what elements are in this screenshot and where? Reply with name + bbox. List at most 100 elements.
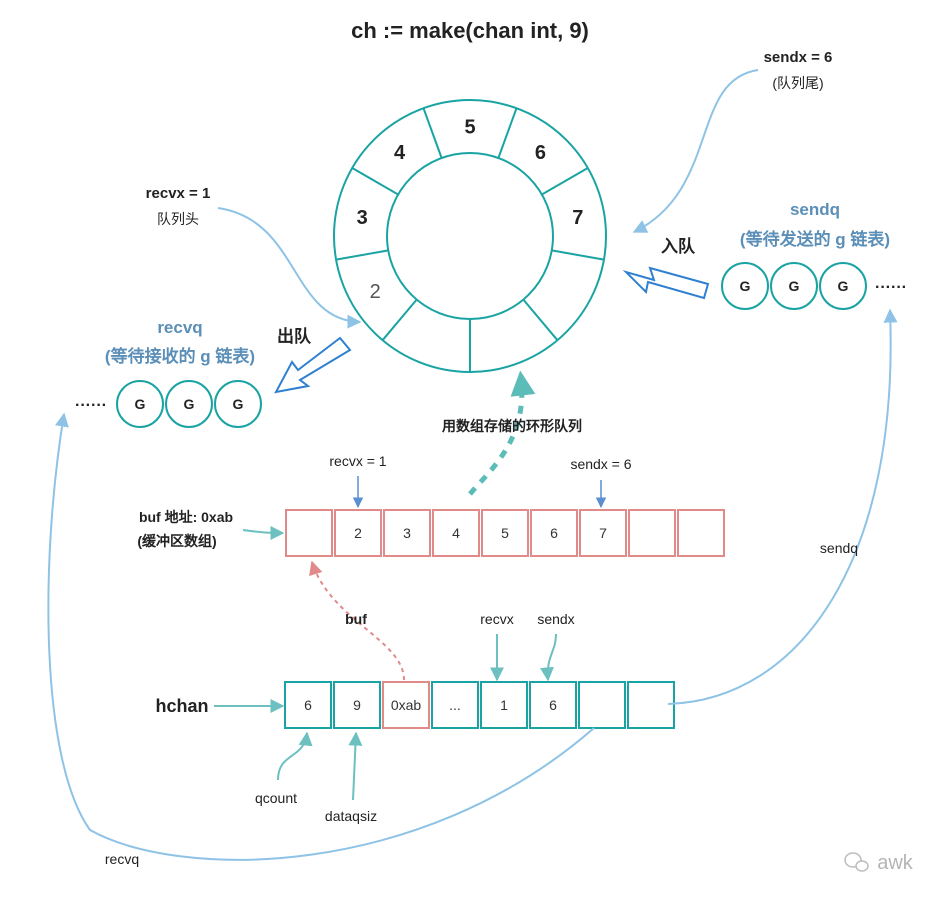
sendq-g-label: G (740, 278, 751, 294)
buf-array: 2 3 4 5 6 7 (285, 509, 725, 557)
buf-pointer-arrow (309, 560, 405, 681)
dequeue-label: 出队 (277, 326, 312, 346)
ring-divider (541, 167, 589, 196)
recvq-goroutines: ······ G G G (75, 380, 262, 428)
recvq-g-label: G (233, 396, 244, 412)
hchan-cell (627, 681, 675, 729)
buf-cell (334, 509, 382, 557)
hchan-cell (333, 681, 381, 729)
hchan-cell (431, 681, 479, 729)
recvx-ring-label: recvx = 1 (146, 185, 211, 202)
ring-slot-labels: 5 6 7 2 3 4 (357, 117, 584, 303)
hchan-recvq-label: recvq (105, 851, 139, 867)
hchan-dataqsiz-arrow (348, 731, 363, 801)
recvq-ellipsis: ······ (75, 397, 107, 414)
sendq-ellipsis: ······ (875, 279, 907, 296)
ring-divider (551, 249, 605, 261)
watermark: awk (844, 852, 914, 874)
ring-slot-value: 5 (464, 117, 475, 139)
hchan-dataqsiz-label: dataqsiz (325, 808, 377, 824)
hchan-struct: 6 9 0xab... 1 6 (284, 681, 675, 729)
enqueue-arrow (622, 266, 710, 300)
sendq-title: sendq (790, 200, 840, 219)
buf-cell-value: 4 (452, 525, 460, 541)
hchan-cell-value: 1 (500, 697, 508, 713)
buf-cell-value: 6 (550, 525, 558, 541)
ring-slot-value: 6 (535, 142, 546, 164)
buf-cell (481, 509, 529, 557)
ring-slot-value: 3 (357, 207, 368, 229)
hchan-sendx-arrow (539, 633, 557, 682)
ring-divider (422, 107, 443, 159)
sendq-g-circle (819, 262, 867, 310)
sendq-goroutines: G G G ······ (721, 262, 907, 310)
ring-storage-arrow (468, 370, 536, 496)
recvq-subtitle: (等待接收的 g 链表) (105, 346, 255, 366)
ring-divider (335, 249, 389, 261)
sendx-ring-label: sendx = 6 (764, 49, 833, 66)
sendq-g-circle (770, 262, 818, 310)
hchan-label: hchan (155, 696, 208, 716)
hchan-cell-value: ... (449, 697, 461, 713)
sendq-g-circle (721, 262, 769, 310)
sendq-subtitle: (等待发送的 g 链表) (740, 229, 890, 249)
hchan-cell (529, 681, 577, 729)
ring-caption: 用数组存储的环形队列 (442, 418, 582, 434)
buf-cell-value: 7 (599, 525, 607, 541)
recvq-g-label: G (135, 396, 146, 412)
buf-cell (677, 509, 725, 557)
sendx-pointer-curve (632, 69, 759, 233)
watermark-text: awk (877, 852, 914, 874)
recvq-g-circle (165, 380, 213, 428)
ring-dividers (335, 107, 605, 372)
ring-divider (497, 107, 518, 159)
buf-cell-value: 2 (354, 525, 362, 541)
buf-cell-value: 5 (501, 525, 509, 541)
recvq-g-label: G (184, 396, 195, 412)
wechat-logo-icon (844, 852, 869, 872)
ring-divider (381, 298, 418, 341)
ring-divider (522, 298, 559, 341)
recvq-title: recvq (157, 318, 202, 337)
sendx-ring-note: (队列尾) (772, 75, 823, 91)
hchan-cell (284, 681, 332, 729)
hchan-recvq-curve (47, 412, 595, 861)
buf-pointer-label: buf (345, 611, 367, 627)
ring-divider (351, 167, 399, 196)
hchan-cell-value: 6 (304, 697, 312, 713)
recvx-ring-note: 队列头 (157, 211, 199, 227)
enqueue-label: 入队 (661, 236, 696, 256)
ring-slot-value: 4 (394, 142, 406, 164)
ring-slot-value: 7 (572, 207, 583, 229)
hchan-sendx-label: sendx (537, 611, 574, 627)
sendq-g-label: G (789, 278, 800, 294)
buf-cell (579, 509, 627, 557)
buf-cell (383, 509, 431, 557)
recvx-pointer-curve (217, 207, 362, 329)
buf-address-pointer (242, 525, 285, 540)
hchan-cell (578, 681, 626, 729)
dequeue-arrow (274, 336, 352, 394)
hchan-sendq-curve (667, 308, 898, 705)
buf-address-note: (缓冲区数组) (137, 533, 216, 549)
hchan-qcount-label: qcount (255, 790, 297, 806)
buf-cell (432, 509, 480, 557)
buf-recvx-label: recvx = 1 (329, 453, 386, 469)
hchan-cell-value: 6 (549, 697, 557, 713)
ring-slot-value: 2 (370, 281, 381, 303)
buf-sendx-label: sendx = 6 (570, 456, 631, 472)
buf-cell (285, 509, 333, 557)
buf-address-label: buf 地址: 0xab (139, 509, 233, 525)
hchan-cell (480, 681, 528, 729)
buf-cell (530, 509, 578, 557)
recvq-g-circle (214, 380, 262, 428)
hchan-cell-value: 9 (353, 697, 361, 713)
sendq-g-label: G (838, 278, 849, 294)
buf-cell (628, 509, 676, 557)
hchan-cell (382, 681, 430, 729)
hchan-recvx-label: recvx (480, 611, 513, 627)
recvq-g-circle (116, 380, 164, 428)
buf-cell-value: 3 (403, 525, 411, 541)
hchan-cell-value: 0xab (391, 697, 422, 713)
